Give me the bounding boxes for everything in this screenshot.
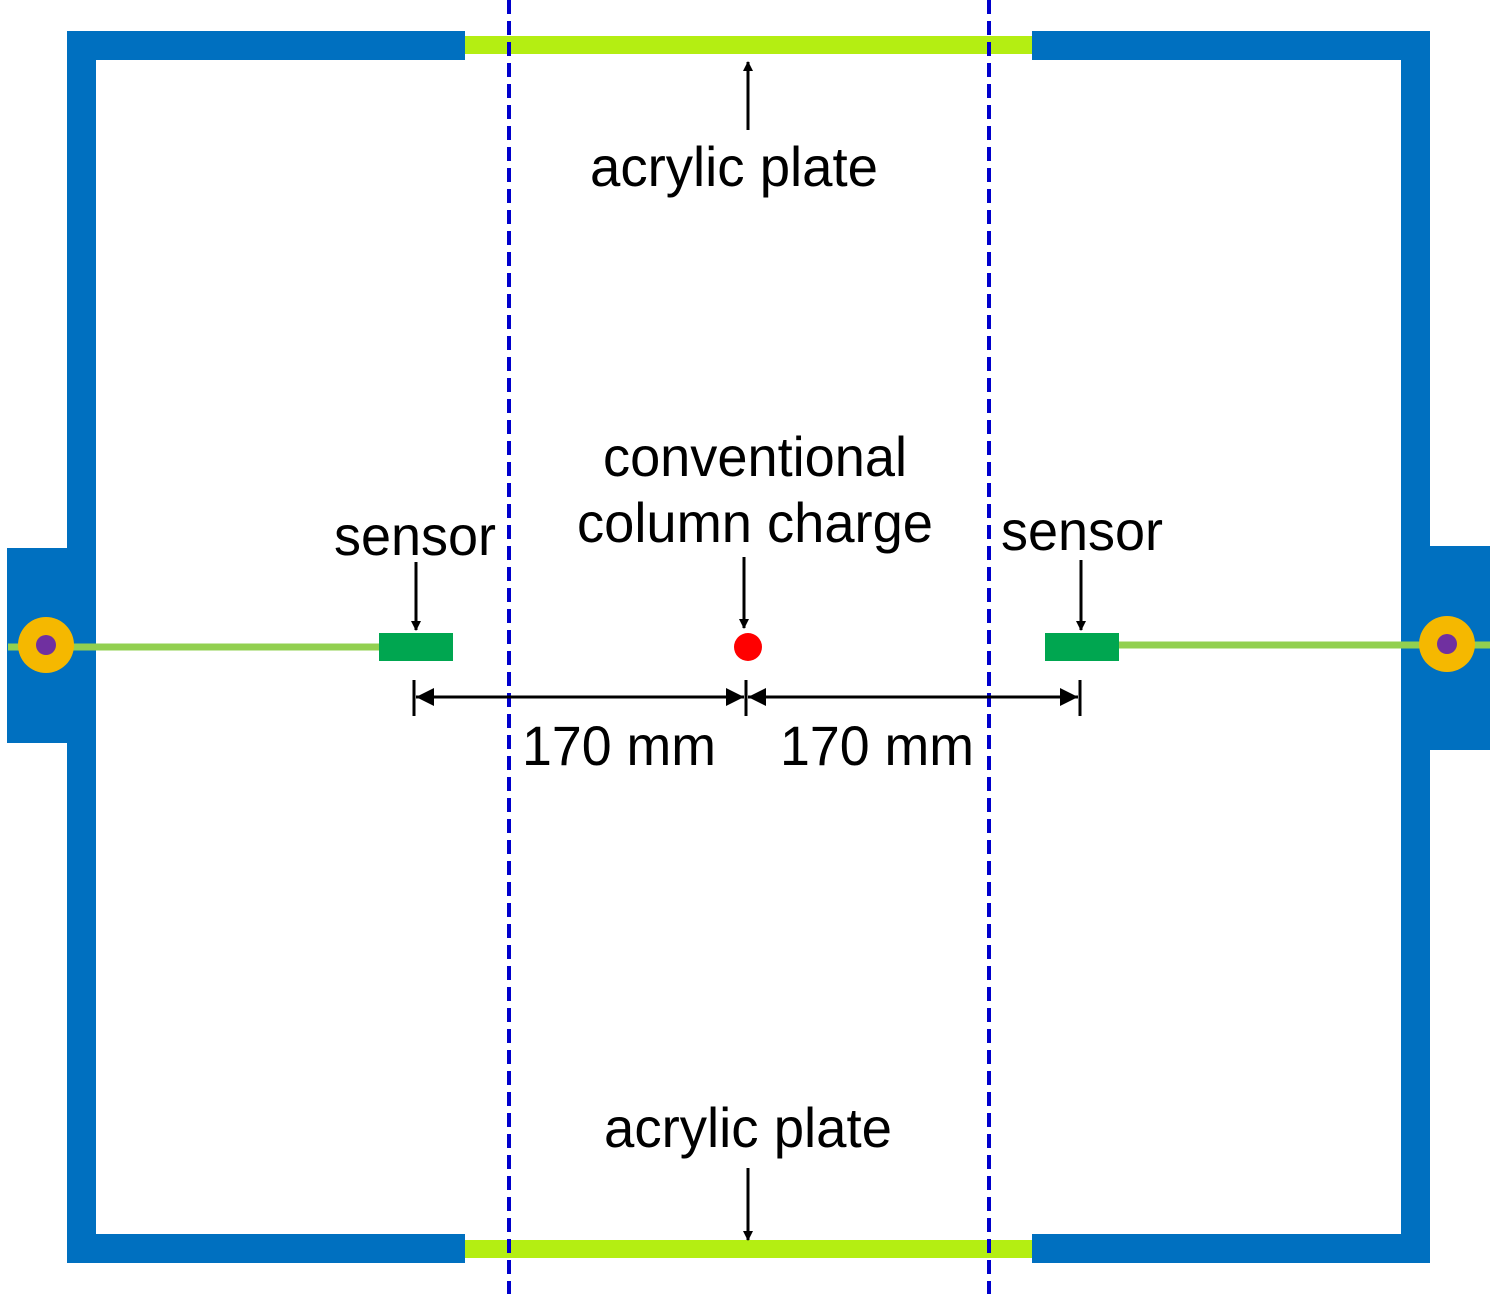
label-dim-right: 170 mm <box>780 714 974 777</box>
frame-bottom-left <box>67 1234 465 1263</box>
label-bg-charge <box>568 420 944 580</box>
frame-top-right <box>1032 31 1430 60</box>
label-sensor-right: sensor <box>1001 499 1163 562</box>
port-right <box>1419 616 1475 672</box>
column-charge <box>734 633 762 661</box>
frame-top-left <box>67 31 465 60</box>
label-charge-line1: conventional <box>603 425 907 488</box>
label-sensor-left: sensor <box>334 504 496 567</box>
label-bg-sensor-left <box>296 503 506 563</box>
frame-bottom-right <box>1032 1234 1430 1263</box>
dimension-left <box>412 680 748 716</box>
label-bg-dim-left <box>514 708 720 788</box>
label-dim-left: 170 mm <box>522 714 716 777</box>
dimension-right <box>748 680 1082 716</box>
port-left <box>18 617 74 673</box>
acrylic-plate-top <box>465 36 1032 54</box>
sensor-left <box>379 633 453 661</box>
label-bg-acrylic-top <box>582 138 910 206</box>
label-acrylic-top: acrylic plate <box>590 135 878 198</box>
label-bg-acrylic-bottom <box>582 1097 942 1167</box>
label-acrylic-bottom: acrylic plate <box>604 1096 892 1159</box>
label-charge-line2: column charge <box>577 491 933 554</box>
label-bg-sensor-right <box>996 500 1208 560</box>
label-bg-dim-right <box>772 708 978 788</box>
acrylic-plate-bottom <box>465 1240 1032 1258</box>
sensor-right <box>1045 633 1119 661</box>
